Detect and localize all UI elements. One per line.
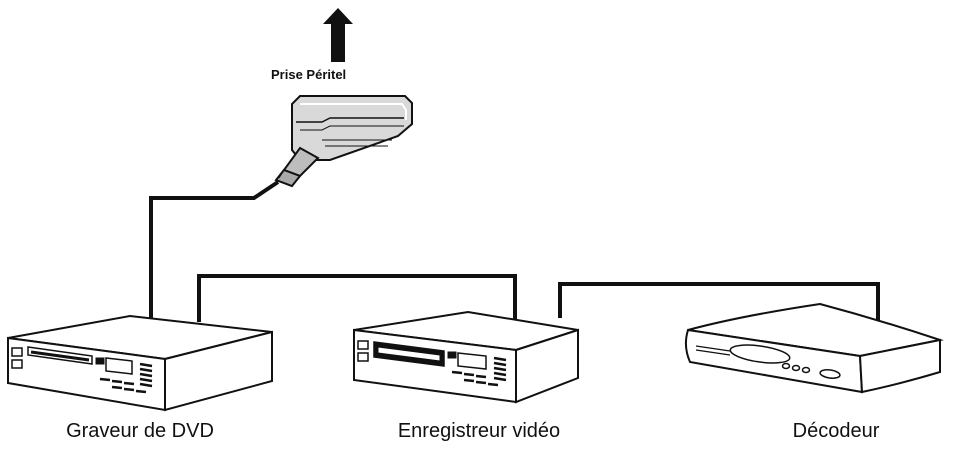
scart-plug-icon	[274, 95, 413, 188]
arrow-up-icon	[323, 8, 353, 62]
cable-plug-to-dvd	[149, 180, 280, 318]
vcr-icon	[353, 310, 579, 404]
scart-plug-label: Prise Péritel	[271, 67, 347, 82]
cable-lines	[149, 180, 880, 330]
vcr-label: Enregistreur vidéo	[397, 420, 561, 442]
decoder-box-icon	[684, 302, 944, 394]
cable-vcr-to-decoder	[558, 282, 880, 330]
dvd-recorder-label: Graveur de DVD	[66, 420, 214, 442]
dvd-recorder-icon	[7, 314, 273, 412]
decoder-label: Décodeur	[792, 420, 880, 442]
cable-dvd-to-vcr	[197, 274, 517, 322]
